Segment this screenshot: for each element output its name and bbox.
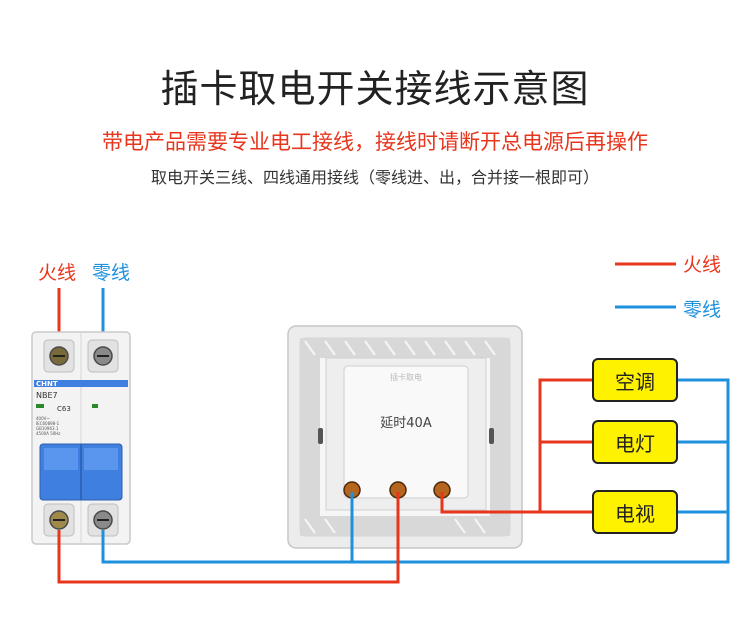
legend-neutral-label: 零线: [683, 299, 722, 321]
breaker-brand: CHNT: [36, 380, 58, 388]
page-title: 插卡取电开关接线示意图: [160, 67, 590, 111]
breaker-neutral-label: 零线: [92, 262, 131, 284]
breaker-spec-line: 400V~: [36, 416, 50, 421]
switch-delay-label: 延时40A: [380, 416, 432, 431]
device-light: 电灯: [592, 420, 678, 464]
breaker-model: NBE7: [36, 391, 58, 400]
device-tv: 电视: [592, 490, 678, 534]
switch-top-label: 插卡取电: [390, 372, 422, 382]
breaker-spec-line: 4500A 50Hz: [36, 431, 60, 436]
breaker-rating: C63: [57, 405, 71, 413]
live-wires: [57, 378, 592, 584]
breaker-spec-line: GB10963.1: [36, 426, 59, 431]
warning-text: 带电产品需要专业电工接线，接线时请断开总电源后再操作: [102, 130, 648, 154]
card-power-switch: 插卡取电 延时40A: [287, 325, 523, 549]
breaker-live-label: 火线: [38, 262, 77, 284]
device-air-conditioner: 空调: [592, 358, 678, 402]
legend-live-label: 火线: [683, 254, 722, 276]
breaker-spec-line: IEC60898-1: [36, 421, 60, 426]
circuit-breaker: CHNT NBE7 C63 400V~ IEC60898-1 GB10963.1…: [31, 331, 131, 545]
subtitle-text: 取电开关三线、四线通用接线（零线进、出，合并接一根即可）: [150, 168, 599, 187]
neutral-wires: [101, 378, 730, 564]
